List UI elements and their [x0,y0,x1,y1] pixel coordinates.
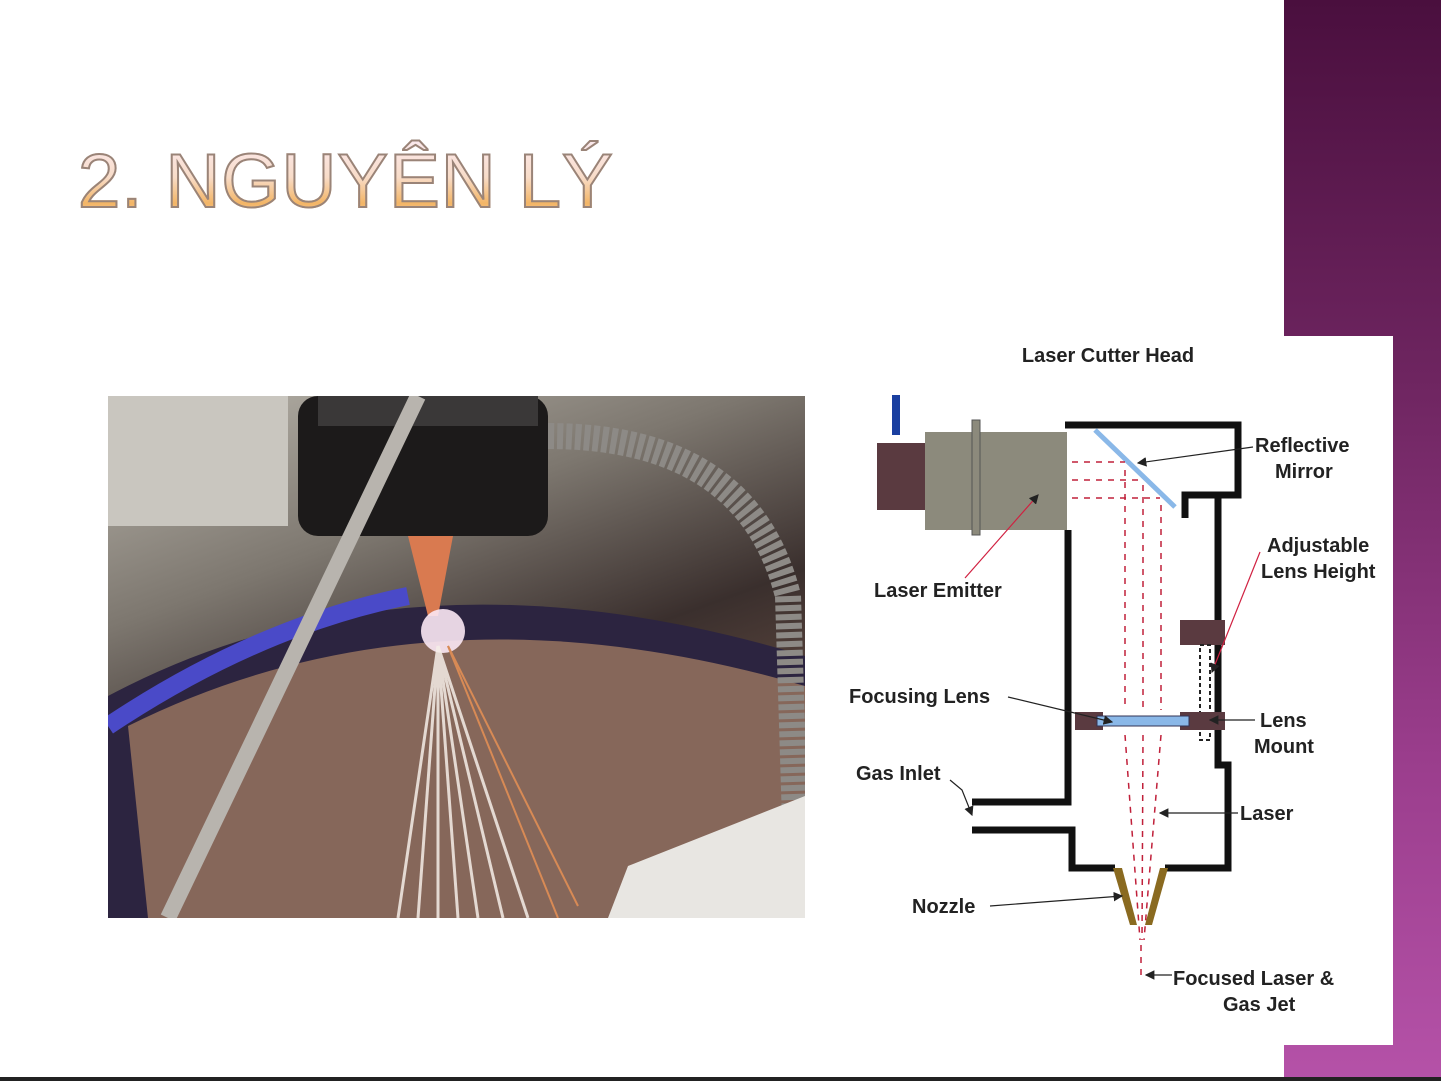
label-nozzle: Nozzle [912,896,975,918]
label-laser: Laser [1240,803,1294,825]
slide-title: 2. NGUYÊN LÝ [77,138,614,225]
lens-height-spring [1199,644,1211,741]
label-focused-laser: Focused Laser & [1173,968,1334,990]
laser-cutting-photo [108,396,805,918]
label-adjustable-lens-height: Adjustable [1267,535,1369,557]
housing-outline [972,421,1242,872]
label-focusing-lens: Focusing Lens [849,686,990,708]
label-adjustable-lens-height-2: Lens Height [1261,561,1376,583]
nozzle-right [1145,868,1168,925]
lens-mount-left [1075,712,1103,730]
reflective-mirror [1093,428,1177,509]
emitter-cable [892,395,900,435]
bottom-divider [0,1077,1441,1081]
focusing-lens [1096,715,1190,727]
label-reflective-mirror-2: Mirror [1275,461,1333,483]
nozzle-left [1113,868,1137,925]
lens-height-block [1180,620,1225,645]
laser-beam [1072,461,1162,978]
laser-emitter [925,432,1067,530]
label-reflective-mirror: Reflective [1255,435,1350,457]
label-laser-emitter: Laser Emitter [874,580,1002,602]
label-lens-mount-2: Mount [1254,736,1314,758]
diagram-title: Laser Cutter Head [1022,345,1194,367]
label-lens-mount: Lens [1260,710,1307,732]
label-gas-inlet: Gas Inlet [856,763,941,785]
label-focused-laser-2: Gas Jet [1223,994,1296,1016]
